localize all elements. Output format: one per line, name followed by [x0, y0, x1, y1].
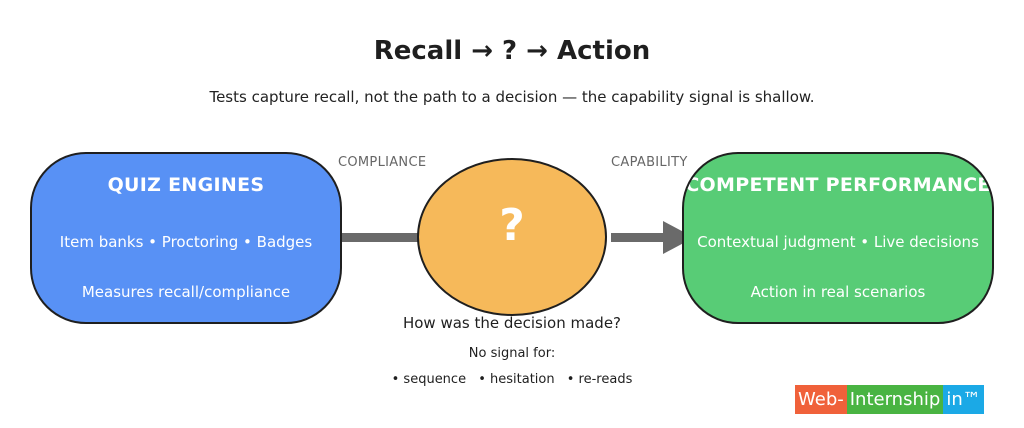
- signal-sequence: • sequence: [391, 372, 467, 387]
- competent-performance-box: COMPETENT PERFORMANCE Contextual judgmen…: [682, 152, 994, 324]
- diagram-title: Recall → ? → Action: [373, 36, 651, 66]
- missing-signals-list: • sequence • hesitation • re-reads: [0, 372, 1024, 387]
- signal-hesitation: • hesitation: [478, 372, 555, 387]
- capability-label: CAPABILITY: [611, 155, 688, 170]
- quiz-engines-measure: Measures recall/compliance: [81, 283, 291, 301]
- logo-part-internship: Internship: [846, 385, 944, 414]
- right-arrow: [611, 221, 694, 254]
- competent-performance-action: Action in real scenarios: [750, 283, 926, 301]
- question-mark: ?: [499, 200, 525, 251]
- logo-part-web: Web-: [795, 385, 847, 414]
- no-signal-label: No signal for:: [468, 346, 556, 361]
- compliance-label: COMPLIANCE: [338, 155, 427, 170]
- competent-performance-features: Contextual judgment • Live decisions: [697, 233, 979, 251]
- decision-question: How was the decision made?: [402, 314, 622, 332]
- signal-re-reads: • re-reads: [566, 372, 633, 387]
- unknown-process-node: ?: [417, 158, 607, 316]
- diagram-subtitle: Tests capture recall, not the path to a …: [209, 88, 815, 106]
- competent-performance-heading: COMPETENT PERFORMANCE: [685, 174, 991, 196]
- quiz-engines-heading: QUIZ ENGINES: [107, 174, 265, 196]
- logo-part-in: in™: [943, 385, 984, 414]
- quiz-engines-box: QUIZ ENGINES Item banks • Proctoring • B…: [30, 152, 342, 324]
- quiz-engines-features: Item banks • Proctoring • Badges: [59, 233, 313, 251]
